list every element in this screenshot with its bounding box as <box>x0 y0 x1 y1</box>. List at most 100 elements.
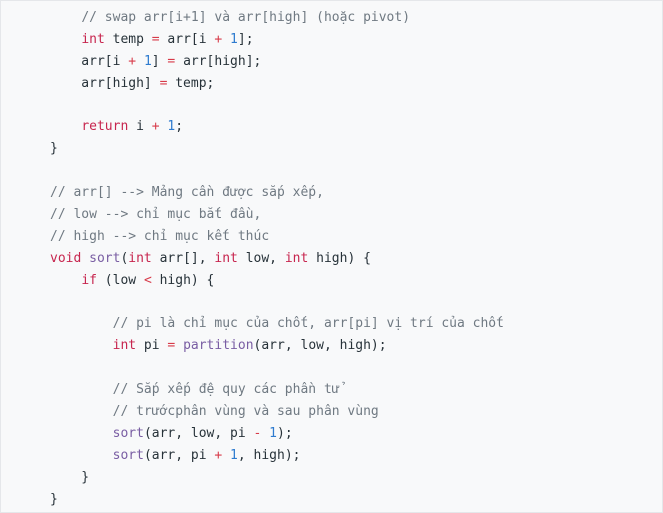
code-token-comment: // trướcphân vùng và sau phân vùng <box>112 404 379 420</box>
code-line: // trướcphân vùng và sau phân vùng <box>50 401 662 423</box>
code-token-operator: = <box>167 338 176 354</box>
code-token-text: ]; <box>237 31 254 47</box>
code-token-function: partition <box>183 338 254 354</box>
code-token-operator: = <box>159 75 168 91</box>
code-token-text <box>50 273 81 288</box>
code-token-function: sort <box>112 425 144 441</box>
code-token-keyword: int <box>128 250 152 266</box>
code-token-text <box>261 426 269 441</box>
code-token-keyword: int <box>284 250 309 266</box>
code-line: sort(arr, low, pi - 1); <box>50 423 662 445</box>
code-token-text <box>50 10 81 25</box>
code-token-text: low, <box>237 250 285 266</box>
code-token-number: 1 <box>143 53 152 69</box>
code-token-text <box>81 251 89 266</box>
code-line <box>50 95 662 117</box>
code-token-comment: // pi là chỉ mục của chốt, arr[pi] vị tr… <box>112 316 504 332</box>
code-token-text: (arr, low, pi <box>143 425 254 441</box>
code-token-comment: // high --> chỉ mục kết thúc <box>50 228 270 244</box>
code-line: arr[high] = temp; <box>50 73 662 95</box>
code-token-text: (low <box>96 272 144 288</box>
code-token-text <box>136 54 144 69</box>
code-token-text <box>50 338 113 353</box>
code-line <box>50 357 662 379</box>
code-token-text: i <box>128 119 152 135</box>
code-token-operator: + <box>128 53 137 69</box>
code-line: // low --> chỉ mục bắt đầu, <box>50 204 662 226</box>
code-line: sort(arr, pi + 1, high); <box>50 445 662 467</box>
code-token-operator: + <box>151 119 160 135</box>
code-token-number: 1 <box>269 425 277 441</box>
code-token-text <box>50 316 113 331</box>
code-token-keyword: if <box>81 272 97 288</box>
code-token-comment: // Sắp xếp đệ quy các phần tử <box>112 382 340 398</box>
code-token-keyword: return <box>81 119 129 135</box>
code-line: void sort(int arr[], int low, int high) … <box>50 248 662 270</box>
code-token-function: sort <box>89 250 121 266</box>
code-token-text: arr[i <box>50 53 129 69</box>
code-token-operator: = <box>151 31 160 47</box>
code-line: arr[i + 1] = arr[high]; <box>50 51 662 73</box>
code-token-text: arr[high]; <box>175 53 262 69</box>
code-token-text: } <box>50 469 90 485</box>
code-token-text <box>50 404 113 419</box>
code-token-text <box>50 382 113 397</box>
code-token-comment: // swap arr[i+1] và arr[high] (hoặc pivo… <box>81 10 411 25</box>
code-token-text <box>50 426 113 441</box>
code-token-text <box>175 338 183 353</box>
code-line <box>50 160 662 182</box>
code-token-text <box>222 32 230 47</box>
code-token-text: ( <box>120 250 129 266</box>
code-token-number: 1 <box>230 31 238 47</box>
code-token-text: temp <box>104 31 152 47</box>
code-token-text: ); <box>277 425 293 441</box>
code-token-comment: // low --> chỉ mục bắt đầu, <box>50 207 262 223</box>
code-token-text: } <box>50 491 58 507</box>
code-token-operator: = <box>167 53 176 69</box>
code-line: // arr[] --> Mảng cần được sắp xếp, <box>50 182 662 204</box>
code-token-operator: + <box>214 447 223 463</box>
code-token-keyword: int <box>81 31 105 47</box>
code-token-text: high) { <box>308 250 371 266</box>
code-line: // swap arr[i+1] và arr[high] (hoặc pivo… <box>50 7 662 29</box>
code-line: // pi là chỉ mục của chốt, arr[pi] vị tr… <box>50 313 662 335</box>
code-token-text <box>50 119 81 134</box>
code-token-operator: - <box>253 425 262 441</box>
code-token-text: ; <box>175 119 184 135</box>
code-token-text: pi <box>136 338 168 354</box>
code-line: return i + 1; <box>50 116 662 138</box>
code-line: int temp = arr[i + 1]; <box>50 29 662 51</box>
code-token-text: arr[], <box>151 250 215 266</box>
code-token-text: (arr, low, high); <box>253 338 387 354</box>
code-line <box>50 292 662 314</box>
code-line: } <box>50 138 662 160</box>
code-token-keyword: int <box>112 338 137 354</box>
code-token-text: arr[i <box>159 31 215 47</box>
code-body: // swap arr[i+1] và arr[high] (hoặc pivo… <box>50 7 662 510</box>
code-token-text <box>222 448 230 463</box>
code-line: } <box>50 489 662 511</box>
code-token-keyword: int <box>214 250 238 266</box>
code-token-number: 1 <box>167 119 176 135</box>
code-token-function: sort <box>112 447 144 463</box>
code-token-text: high) { <box>151 272 215 288</box>
code-line: // high --> chỉ mục kết thúc <box>50 226 662 248</box>
code-token-operator: < <box>143 272 152 288</box>
code-token-text: , high); <box>237 447 301 463</box>
code-line: } <box>50 467 662 489</box>
code-token-operator: + <box>214 31 223 47</box>
code-line: // Sắp xếp đệ quy các phần tử <box>50 379 662 401</box>
code-token-text: arr[high] <box>50 75 160 91</box>
code-token-keyword: void <box>50 250 82 266</box>
code-token-comment: // arr[] --> Mảng cần được sắp xếp, <box>50 185 324 201</box>
code-token-text: (arr, pi <box>143 447 215 463</box>
code-token-text <box>50 448 113 463</box>
code-token-text <box>50 32 81 47</box>
code-token-text: ] <box>151 53 168 69</box>
code-line: if (low < high) { <box>50 270 662 292</box>
code-token-number: 1 <box>230 447 238 463</box>
code-token-text: temp; <box>167 75 215 91</box>
code-line: int pi = partition(arr, low, high); <box>50 335 662 357</box>
code-token-text: } <box>50 141 58 157</box>
